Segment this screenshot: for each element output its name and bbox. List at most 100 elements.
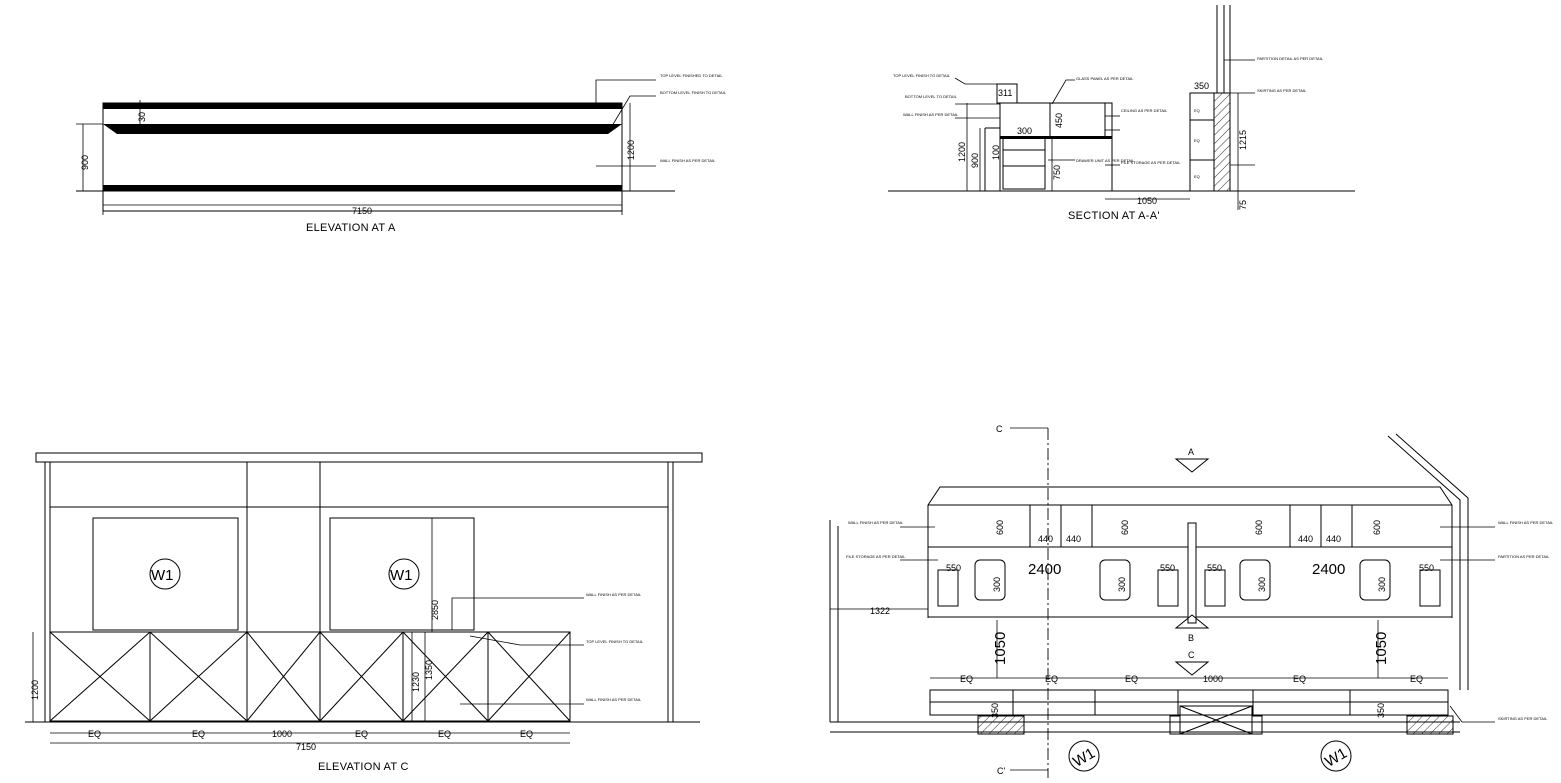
- svg-text:EQ: EQ: [1410, 674, 1423, 684]
- section-at-a-a: EQ EQ EQ 311 300 450 1200 900 100 750 10…: [888, 5, 1355, 222]
- elevation-a-title: ELEVATION AT A: [306, 222, 396, 234]
- svg-text:FILE STORAGE AS PER DETAIL: FILE STORAGE AS PER DETAIL: [1121, 160, 1181, 165]
- wall-section: [1213, 92, 1231, 192]
- svg-text:7150: 7150: [296, 742, 316, 752]
- window-tag-right: [388, 558, 420, 590]
- svg-text:100: 100: [991, 145, 1001, 160]
- svg-text:300: 300: [992, 577, 1002, 592]
- elevation-c-title: ELEVATION AT C: [318, 761, 409, 773]
- window-w1-right: [329, 517, 475, 631]
- chairs: [937, 559, 1441, 607]
- svg-text:CEILING AS PER DETAIL: CEILING AS PER DETAIL: [1121, 108, 1168, 113]
- svg-text:EQ: EQ: [1293, 674, 1306, 684]
- svg-text:WALL FINISH AS PER DETAIL: WALL FINISH AS PER DETAIL: [848, 520, 904, 525]
- svg-text:TOP LEVEL FINISH TO DETAIL: TOP LEVEL FINISH TO DETAIL: [586, 639, 644, 644]
- svg-text:350: 350: [1194, 81, 1209, 91]
- svg-text:300: 300: [1017, 126, 1032, 136]
- svg-text:C': C': [997, 766, 1005, 776]
- svg-text:A: A: [1188, 447, 1194, 457]
- bottom-band: [103, 185, 622, 191]
- svg-text:1000: 1000: [1203, 674, 1223, 684]
- svg-text:75: 75: [1238, 200, 1248, 210]
- svg-text:SKIRTING AS PER DETAIL: SKIRTING AS PER DETAIL: [1498, 716, 1548, 721]
- svg-text:1200: 1200: [30, 680, 40, 700]
- plan-window-tag-left: [1068, 740, 1100, 772]
- svg-text:600: 600: [995, 520, 1005, 535]
- svg-text:W1: W1: [390, 567, 413, 584]
- svg-text:EQ: EQ: [1045, 674, 1058, 684]
- svg-text:550: 550: [1207, 563, 1222, 573]
- marker-a: [1174, 458, 1210, 473]
- svg-text:1350: 1350: [424, 660, 434, 680]
- note-wall-finish: WALL FINISH AS PER DETAIL: [660, 158, 716, 163]
- svg-text:WALL FINISH AS PER DETAIL: WALL FINISH AS PER DETAIL: [586, 592, 642, 597]
- middle-band: [103, 124, 622, 134]
- svg-text:350: 350: [1376, 703, 1386, 718]
- dim-900: 900: [80, 155, 90, 170]
- svg-text:300: 300: [1377, 577, 1387, 592]
- note-top-level: TOP LEVEL FINISHED TO DETAIL: [660, 73, 723, 78]
- svg-text:GLASS PANEL AS PER DETAIL: GLASS PANEL AS PER DETAIL: [1076, 76, 1134, 81]
- svg-text:440: 440: [1326, 534, 1341, 544]
- svg-text:C: C: [1188, 650, 1195, 660]
- svg-text:1050: 1050: [1373, 632, 1390, 665]
- svg-text:DRAWER UNIT AS PER DETAIL: DRAWER UNIT AS PER DETAIL: [1076, 158, 1135, 163]
- svg-text:550: 550: [946, 563, 961, 573]
- svg-text:750: 750: [1052, 165, 1062, 180]
- svg-text:440: 440: [1298, 534, 1313, 544]
- svg-text:440: 440: [1038, 534, 1053, 544]
- section-title: SECTION AT A-A': [1068, 210, 1160, 222]
- svg-text:300: 300: [1257, 577, 1267, 592]
- elevation-at-a: 7150 900 1200 30 TOP LEVEL FINISHED TO D…: [76, 73, 727, 234]
- marker-c: [1174, 661, 1210, 676]
- svg-text:EQ: EQ: [1194, 108, 1200, 113]
- svg-text:1050: 1050: [1137, 196, 1157, 206]
- svg-text:EQ: EQ: [438, 729, 451, 739]
- cabinet-doors: [49, 631, 571, 722]
- svg-text:1050: 1050: [992, 632, 1009, 665]
- svg-text:TOP LEVEL FINISH TO DETAIL: TOP LEVEL FINISH TO DETAIL: [893, 73, 951, 78]
- svg-text:PARTITION AS PER DETAIL: PARTITION AS PER DETAIL: [1498, 554, 1550, 559]
- svg-text:1322: 1322: [870, 606, 890, 616]
- plan-window-tag-right: [1320, 740, 1352, 772]
- dim-7150: 7150: [352, 206, 372, 216]
- svg-text:600: 600: [1120, 520, 1130, 535]
- svg-text:W1: W1: [151, 567, 174, 584]
- svg-text:1200: 1200: [957, 142, 967, 162]
- svg-text:WALL FINISH AS PER DETAIL: WALL FINISH AS PER DETAIL: [586, 697, 642, 702]
- svg-text:BOTTOM LEVEL TO DETAIL: BOTTOM LEVEL TO DETAIL: [905, 94, 958, 99]
- svg-text:EQ: EQ: [1194, 138, 1200, 143]
- workstation-right: [1195, 546, 1453, 618]
- svg-text:900: 900: [970, 153, 980, 168]
- elevation-a-outline: [102, 102, 623, 212]
- marker-b: [1174, 614, 1210, 629]
- door-opening: [1179, 705, 1253, 735]
- svg-text:300: 300: [1117, 577, 1127, 592]
- ceiling-band: [35, 452, 703, 463]
- svg-text:EQ: EQ: [960, 674, 973, 684]
- svg-text:B: B: [1188, 633, 1194, 643]
- svg-text:EQ: EQ: [355, 729, 368, 739]
- svg-text:EQ: EQ: [520, 729, 533, 739]
- workstation-left: [927, 546, 1189, 618]
- desk-outline: [999, 102, 1113, 192]
- svg-text:550: 550: [1160, 563, 1175, 573]
- column-right: [1406, 715, 1454, 735]
- svg-text:SKIRTING AS PER DETAIL: SKIRTING AS PER DETAIL: [1257, 88, 1307, 93]
- svg-text:311: 311: [998, 88, 1012, 98]
- window-w1-left: [92, 517, 239, 631]
- svg-text:440: 440: [1066, 534, 1081, 544]
- svg-text:WALL FINISH AS PER DETAIL: WALL FINISH AS PER DETAIL: [1498, 520, 1554, 525]
- svg-text:1215: 1215: [1238, 130, 1248, 150]
- svg-text:600: 600: [1254, 520, 1264, 535]
- svg-text:550: 550: [1419, 563, 1434, 573]
- svg-text:1000: 1000: [272, 729, 292, 739]
- elevation-at-c: W1 W1 EQ EQ 1000 EQ EQ EQ 7150 1: [25, 452, 703, 773]
- svg-text:600: 600: [1372, 520, 1382, 535]
- upper-panel: [996, 83, 1018, 104]
- svg-text:WALL FINISH AS PER DETAIL: WALL FINISH AS PER DETAIL: [903, 112, 959, 117]
- partition: [1187, 522, 1197, 624]
- svg-text:EQ: EQ: [192, 729, 205, 739]
- svg-text:450: 450: [1054, 113, 1064, 128]
